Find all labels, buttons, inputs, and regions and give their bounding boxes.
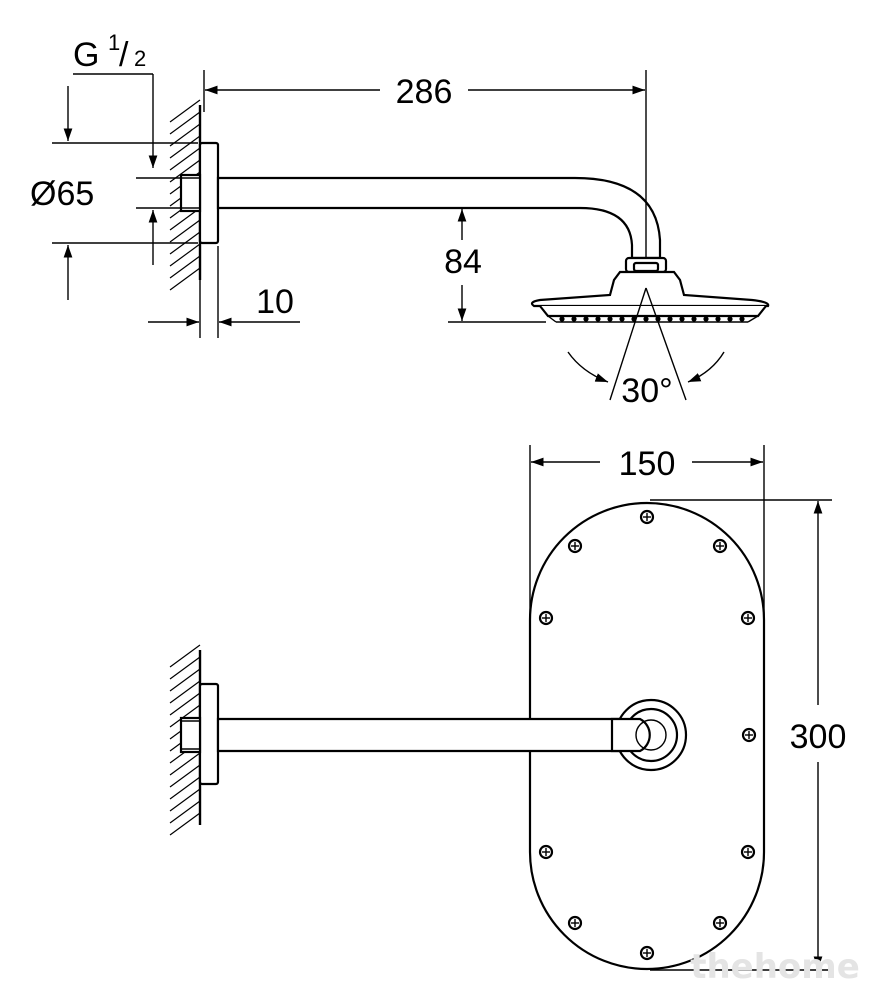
wall-flange-top — [198, 682, 220, 786]
wall-gap-value: 10 — [256, 283, 294, 321]
thread-denominator: 2 — [134, 46, 146, 71]
tilt-angle-value: 30° — [621, 372, 672, 410]
arm-end-cap — [610, 717, 651, 753]
screw — [712, 915, 728, 931]
thread-size-label: G 1 / 2 — [73, 30, 158, 168]
head-width-value: 150 — [619, 445, 676, 483]
screw — [740, 610, 756, 626]
screw — [639, 945, 655, 961]
thread-numerator: 1 — [108, 30, 120, 55]
shower-head-side — [530, 270, 770, 308]
inlet-connector — [179, 173, 202, 213]
flange-diameter-value: Ø65 — [30, 175, 94, 213]
arm-length-value: 286 — [396, 73, 453, 111]
screw — [740, 844, 756, 860]
thread-base: G — [73, 36, 99, 74]
screw — [741, 727, 757, 743]
shower-arm — [216, 176, 662, 260]
screw — [567, 915, 583, 931]
flange-diameter-dimension: Ø65 — [30, 86, 158, 300]
screw — [538, 844, 554, 860]
screw — [712, 538, 728, 554]
shower-arm-top — [216, 717, 620, 753]
head-width-dimension: 150 — [529, 445, 765, 620]
side-view: G 1 / 2 Ø65 286 — [30, 30, 770, 410]
fraction-slash: / — [119, 36, 129, 74]
watermark-logo: thehome — [690, 947, 860, 987]
drop-height-value: 84 — [444, 243, 482, 281]
head-length-dimension: 300 — [650, 499, 847, 971]
wall-gap-dimension: 10 — [148, 246, 300, 338]
screw — [567, 538, 583, 554]
inlet-connector-top — [179, 716, 202, 754]
arm-length-dimension: 286 — [203, 70, 647, 258]
top-view: 150 300 — [169, 445, 847, 971]
screw — [639, 509, 655, 525]
drop-height-dimension: 84 — [218, 207, 546, 323]
wall-flange — [198, 141, 220, 245]
head-length-value: 300 — [790, 718, 847, 756]
screw — [538, 610, 554, 626]
tilt-angle-dimension: 30° — [567, 287, 725, 410]
